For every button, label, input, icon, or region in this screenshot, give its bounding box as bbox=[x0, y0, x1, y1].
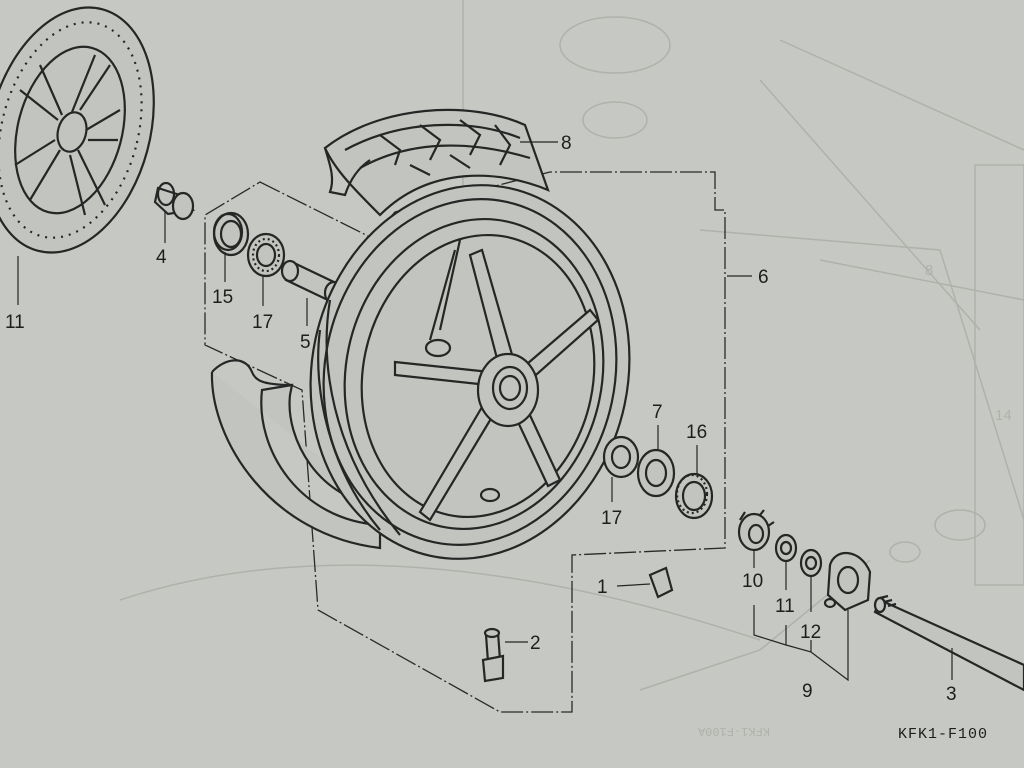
collar bbox=[153, 181, 195, 221]
callout-17-upper: 17 bbox=[252, 312, 273, 333]
callout-11-left: 11 bbox=[775, 596, 795, 617]
leader-lines bbox=[17, 141, 953, 682]
gearbox bbox=[823, 551, 872, 612]
ghost-label-14: 14 bbox=[995, 407, 1012, 424]
figure-code: KFK1-F100 bbox=[898, 726, 988, 743]
callout-6: 6 bbox=[758, 267, 769, 288]
callout-9: 9 bbox=[802, 681, 813, 702]
callout-labels: 11 4 15 17 5 8 6 7 16 17 1 2 10 11 12 9 … bbox=[5, 133, 957, 705]
ghost-code: KFK1-F100A bbox=[697, 724, 770, 738]
callout-3: 3 bbox=[946, 684, 957, 705]
callout-5: 5 bbox=[300, 332, 311, 353]
rim-band bbox=[210, 359, 382, 550]
bearing-right bbox=[602, 435, 640, 479]
callout-8: 8 bbox=[561, 133, 572, 154]
tire-valve bbox=[481, 627, 505, 683]
retainer bbox=[737, 509, 775, 552]
callout-10: 10 bbox=[742, 571, 763, 592]
callout-16: 16 bbox=[686, 422, 707, 443]
callout-15: 15 bbox=[212, 287, 233, 308]
callout-11-right: 12 bbox=[800, 622, 821, 643]
callout-1: 1 bbox=[597, 577, 608, 598]
balance-weight bbox=[648, 566, 674, 599]
dust-seal bbox=[212, 211, 250, 257]
washer-a bbox=[774, 533, 798, 563]
front-axle bbox=[873, 594, 1024, 692]
front-wheel bbox=[309, 184, 631, 560]
oil-seal bbox=[636, 448, 676, 498]
callout-12: 11 bbox=[5, 312, 25, 333]
callout-4: 4 bbox=[156, 247, 167, 268]
callout-7: 7 bbox=[652, 402, 663, 423]
dust-seal-right bbox=[674, 472, 714, 520]
callout-17-lower: 17 bbox=[601, 508, 622, 529]
tire bbox=[323, 108, 550, 217]
ghost-label-8: 8 bbox=[925, 262, 933, 279]
callout-2: 2 bbox=[530, 633, 541, 654]
bearing-left bbox=[246, 232, 286, 278]
washer-b bbox=[799, 548, 823, 578]
brake-disc bbox=[0, 6, 155, 254]
